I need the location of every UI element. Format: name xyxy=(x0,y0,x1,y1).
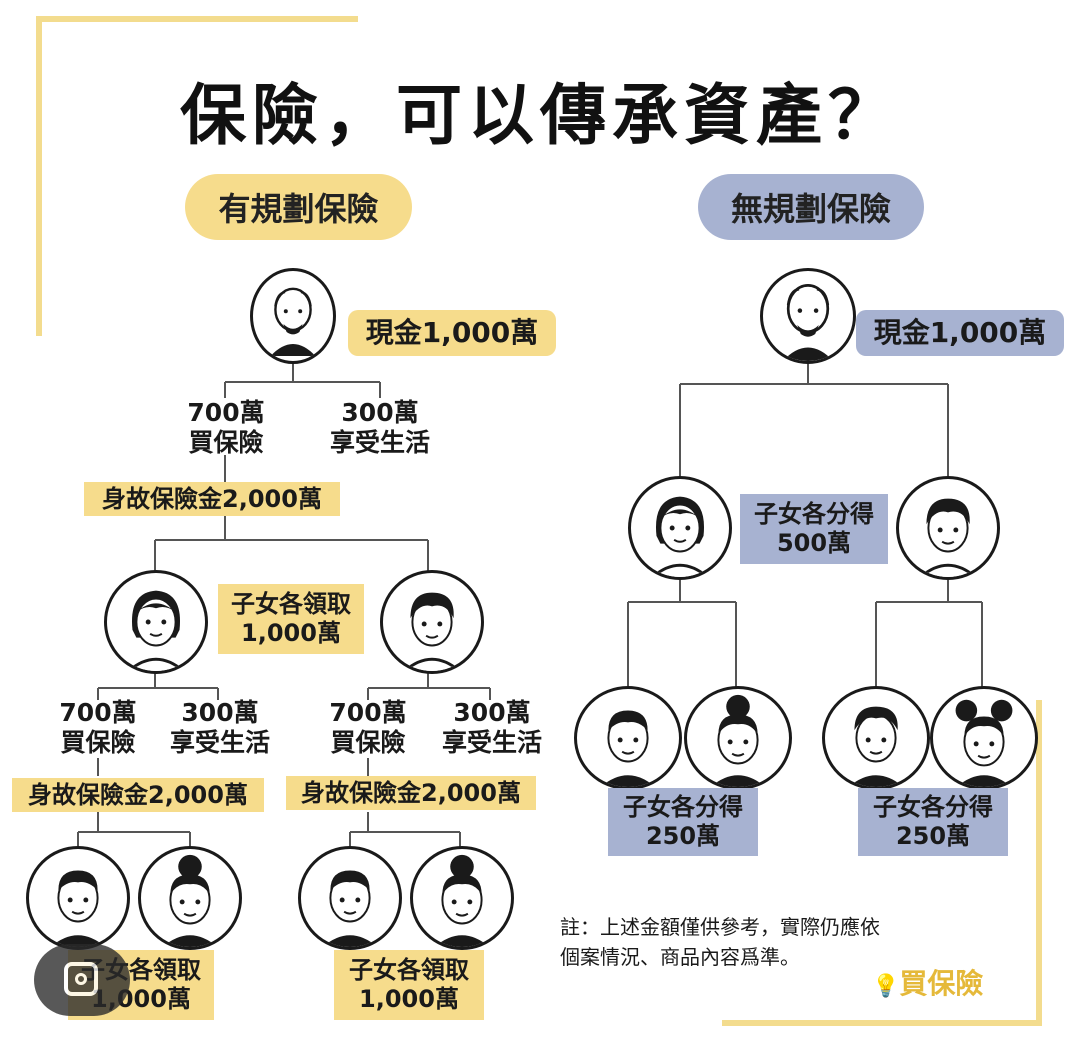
grandson-avatar-a xyxy=(26,846,130,950)
camera-icon xyxy=(64,962,98,996)
grandson-avatar-b xyxy=(298,846,402,950)
page-title: 保險，可以傳承資產？ xyxy=(180,77,900,154)
disclaimer-line1: 註：上述金額僅供參考，實際仍應依 xyxy=(560,915,880,939)
header-with-planning: 有規劃保險 xyxy=(185,174,412,240)
cash-label-left: 現金1,000萬 xyxy=(348,310,556,356)
child-b-grandchildren-receive: 子女各領取 1,000萬 xyxy=(334,950,484,1020)
grandfather-avatar-left xyxy=(250,268,336,364)
brand-text: 買保險 xyxy=(899,967,984,1000)
split-enjoy-life: 300萬 享受生活 xyxy=(310,398,450,458)
deco-line-top-left xyxy=(36,16,358,22)
deco-line-left xyxy=(36,16,42,336)
children-share-line2: 500萬 xyxy=(776,529,852,557)
child-b-split-amount-700: 700萬 xyxy=(329,698,407,727)
children-share-line1: 子女各分得 xyxy=(754,500,874,529)
split-buy-insurance: 700萬 買保險 xyxy=(166,398,286,458)
cash-label-right: 現金1,000萬 xyxy=(856,310,1064,356)
daughter-avatar-left xyxy=(104,570,208,674)
child-a-split-amount-700: 700萬 xyxy=(59,698,137,727)
split-label-enjoy: 享受生活 xyxy=(329,428,430,457)
brand-logo: 💡買保險 xyxy=(872,962,983,1002)
child-a-split-amount-300: 300萬 xyxy=(181,698,259,727)
image-search-button[interactable] xyxy=(34,944,130,1016)
disclaimer-note: 註：上述金額僅供參考，實際仍應依 個案情況、商品內容爲準。 xyxy=(560,912,980,972)
grandchildren-share-a-line2: 250萬 xyxy=(645,822,721,850)
child-b-receive-line2: 1,000萬 xyxy=(359,985,459,1013)
children-receive-label: 子女各領取 1,000萬 xyxy=(218,584,364,654)
deco-line-right xyxy=(1036,700,1042,1026)
death-benefit-label: 身故保險金2,000萬 xyxy=(84,482,340,516)
child-b-split-enjoy: 300萬 享受生活 xyxy=(422,698,562,758)
son-avatar-right xyxy=(896,476,1000,580)
split-label-buy: 買保險 xyxy=(188,428,264,457)
son-avatar-left xyxy=(380,570,484,674)
grandchildren-share-b-line1: 子女各分得 xyxy=(873,793,993,822)
granddaughter-avatar-a xyxy=(138,846,242,950)
grandchildren-share-b: 子女各分得 250萬 xyxy=(858,788,1008,856)
header-without-planning: 無規劃保險 xyxy=(698,174,924,240)
grandson-avatar-right-b xyxy=(822,686,930,790)
child-b-split-buy: 700萬 買保險 xyxy=(308,698,428,758)
child-a-death-benefit: 身故保險金2,000萬 xyxy=(12,778,264,812)
child-b-split-label-enjoy: 享受生活 xyxy=(441,728,542,757)
child-b-death-benefit: 身故保險金2,000萬 xyxy=(286,776,536,810)
granddaughter-avatar-right-a xyxy=(684,686,792,790)
deco-line-bottom-right xyxy=(722,1020,1042,1026)
grandchildren-share-a: 子女各分得 250萬 xyxy=(608,788,758,856)
grandchildren-share-a-line1: 子女各分得 xyxy=(623,793,743,822)
grandson-avatar-right-a xyxy=(574,686,682,790)
daughter-avatar-right xyxy=(628,476,732,580)
lightbulb-icon: 💡 xyxy=(872,974,900,999)
disclaimer-line2: 個案情況、商品內容爲準。 xyxy=(560,945,800,969)
children-share-label: 子女各分得 500萬 xyxy=(740,494,888,564)
grandfather-avatar-right xyxy=(760,268,856,364)
split-amount-300: 300萬 xyxy=(341,398,419,427)
child-b-receive-line1: 子女各領取 xyxy=(349,956,469,985)
child-a-split-label-enjoy: 享受生活 xyxy=(169,728,270,757)
grandchildren-share-b-line2: 250萬 xyxy=(895,822,971,850)
child-b-split-label-buy: 買保險 xyxy=(330,728,406,757)
granddaughter-avatar-b xyxy=(410,846,514,950)
child-a-split-buy: 700萬 買保險 xyxy=(38,698,158,758)
children-receive-line1: 子女各領取 xyxy=(231,590,351,619)
child-b-split-amount-300: 300萬 xyxy=(453,698,531,727)
granddaughter-avatar-right-b xyxy=(930,686,1038,790)
child-a-split-label-buy: 買保險 xyxy=(60,728,136,757)
child-a-split-enjoy: 300萬 享受生活 xyxy=(150,698,290,758)
split-amount-700: 700萬 xyxy=(187,398,265,427)
children-receive-line2: 1,000萬 xyxy=(241,619,341,647)
